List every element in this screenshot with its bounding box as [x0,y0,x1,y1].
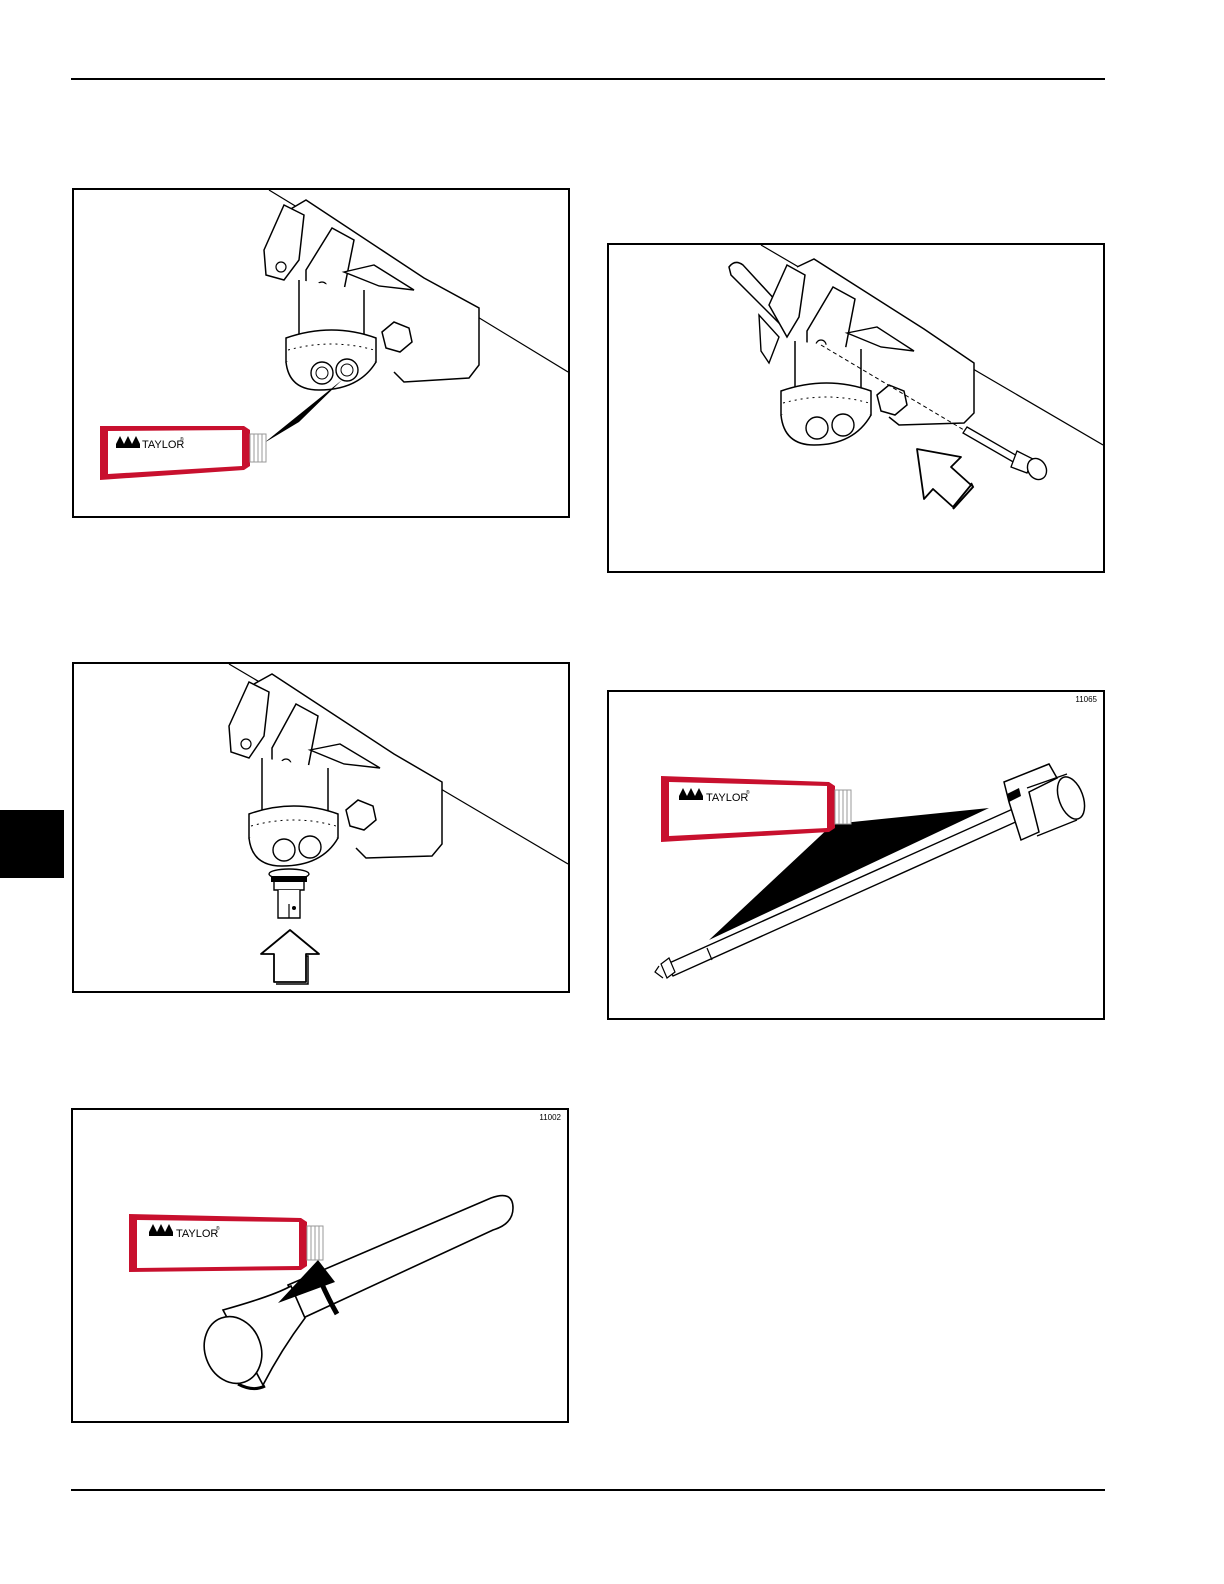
figure-lubricate-pin: TAYLOR ® 11002 [71,1108,569,1423]
figure-number: 11065 [1075,695,1097,704]
door-assembly-illustration: TAYLOR ® [74,190,568,516]
lubricant-tube-icon: TAYLOR ® [100,426,266,480]
figure-install-part [72,662,570,993]
section-tab [0,810,64,878]
pin-lubrication-illustration: TAYLOR ® [73,1110,567,1421]
figure-insert-pin [607,243,1105,573]
header-rule [71,78,1105,80]
tube-brand-mark: ® [216,1225,220,1232]
figure-number: 11002 [539,1113,561,1122]
valve-install-illustration [74,664,568,991]
tube-brand-label: TAYLOR [142,439,184,451]
up-arrow-icon [261,930,319,982]
lubricant-tube-icon: TAYLOR ® [661,776,851,842]
figure-lubricate-shaft: TAYLOR ® 11065 [607,690,1105,1020]
lubricant-tube-icon: TAYLOR ® [129,1214,323,1272]
figure-lubricate-door: TAYLOR ® [72,188,570,518]
tube-brand-label: TAYLOR [706,792,748,804]
tube-brand-mark: ® [746,789,750,796]
tube-brand-mark: ® [180,436,184,443]
pin-insert-illustration [609,245,1103,571]
shaft-lubrication-illustration: TAYLOR ® [609,692,1103,1018]
footer-rule [71,1489,1105,1491]
tube-brand-label: TAYLOR [176,1228,218,1240]
